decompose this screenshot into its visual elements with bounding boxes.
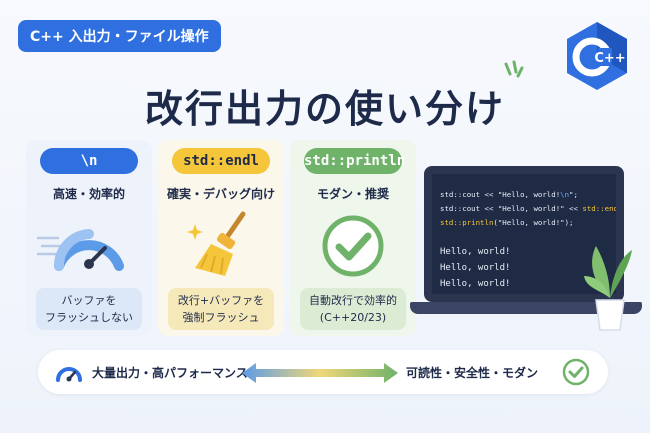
card-pill: std::endl: [172, 148, 270, 174]
card-note: 改行+バッファを 強制フラッシュ: [168, 288, 274, 330]
broom-icon: [187, 211, 246, 276]
plant-icon: [584, 246, 632, 331]
right-label: 可読性・安全性・モダン: [406, 366, 539, 380]
card-subtitle: モダン・推奨: [316, 187, 389, 201]
check-circle-icon: [562, 358, 590, 386]
logo-text: C++: [594, 51, 625, 66]
output-line: Hello, world!: [440, 247, 511, 257]
output-line: Hello, world!: [440, 279, 511, 289]
code-line: std::println("Hello, world!");: [440, 218, 574, 227]
card-note-line: 改行+バッファを: [177, 294, 265, 307]
card-println: std::println モダン・推奨 自動改行で効率的 (C++20/23): [290, 140, 416, 336]
speedometer-icon: [53, 229, 124, 271]
card-note-line: バッファを: [61, 294, 117, 307]
card-note-line: フラッシュしない: [45, 311, 133, 324]
code-line: std::cout << "Hello, world!\n";: [440, 190, 578, 199]
card-note-line: 強制フラッシュ: [182, 311, 260, 324]
laptop-base: [410, 302, 642, 314]
card-newline: \n 高速・効率的 バッファを フラッシュしない: [26, 140, 152, 336]
card-note: バッファを フラッシュしない: [36, 288, 142, 330]
category-badge: C++ 入出力・ファイル操作: [18, 20, 221, 52]
card-pill: \n: [40, 148, 138, 174]
cpp-logo-icon: C++: [567, 22, 627, 90]
left-label: 大量出力・高パフォーマンス: [92, 366, 248, 380]
card-note-line: 自動改行で効率的: [309, 294, 397, 307]
check-circle-icon: [322, 215, 384, 277]
code-line: std::cout << "Hello, world!" << std::end…: [440, 204, 623, 213]
double-arrow-icon: [242, 363, 398, 383]
gauge-icon: [56, 367, 82, 382]
output-line: Hello, world!: [440, 263, 511, 273]
card-note-line: (C++20/23): [319, 311, 387, 324]
sparkle-icon: [504, 60, 524, 78]
speed-lines-icon: [36, 236, 62, 256]
card-endl: std::endl 確実・デバッグ向け 改行+バッファを 強制フラッシュ: [158, 140, 284, 336]
card-subtitle: 高速・効率的: [52, 187, 125, 201]
card-pill: std::println: [304, 148, 405, 174]
card-note: 自動改行で効率的 (C++20/23): [300, 288, 406, 330]
comparison-bar: 大量出力・高パフォーマンス 可読性・安全性・モダン: [38, 350, 608, 394]
page-title: 改行出力の使い分け: [144, 87, 505, 131]
card-subtitle: 確実・デバッグ向け: [166, 187, 275, 201]
